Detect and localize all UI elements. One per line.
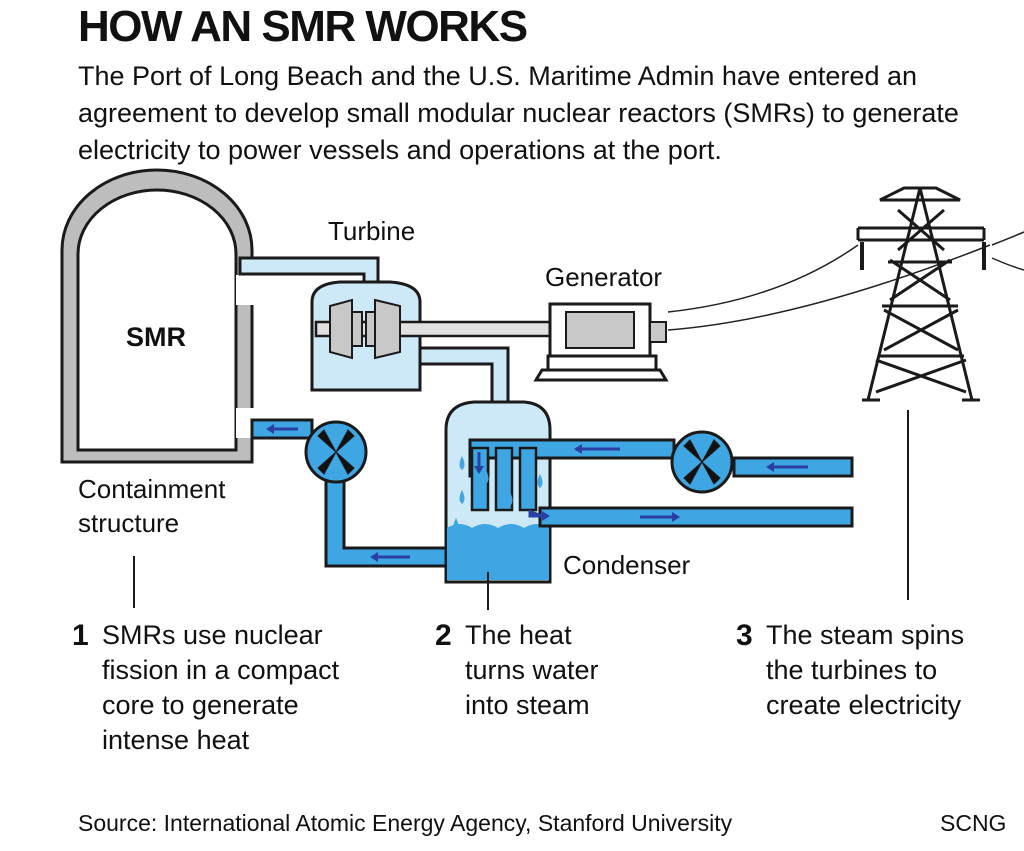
generator-label: Generator xyxy=(545,262,663,292)
step-number: 2 xyxy=(435,619,452,652)
pump-cooling-loop xyxy=(670,430,734,494)
containment-label: Containment structure xyxy=(78,474,226,538)
intro-text: The Port of Long Beach and the U.S. Mari… xyxy=(78,61,959,165)
step-text: SMRs use nuclear fission in a compact co… xyxy=(102,620,340,755)
flow-arrows xyxy=(266,424,808,562)
turbine-blades xyxy=(329,298,401,360)
turbine-label: Turbine xyxy=(328,216,416,246)
transmission-tower xyxy=(856,186,986,402)
leader-lines xyxy=(133,410,909,610)
containment-structure xyxy=(60,168,266,464)
water-droplets xyxy=(453,456,543,532)
step-2: 2 The heat turns water into steam xyxy=(435,618,635,723)
source-note: Source: International Atomic Energy Agen… xyxy=(78,810,733,836)
diagram-title: HOW AN SMR WORKS xyxy=(78,2,528,51)
credit: SCNG xyxy=(940,810,1007,836)
step-text: The heat turns water into steam xyxy=(465,620,599,720)
power-lines xyxy=(667,231,1024,331)
step-3: 3 The steam spins the turbines to create… xyxy=(736,618,991,723)
pump-reactor-loop xyxy=(304,420,368,484)
generator xyxy=(533,302,669,382)
steam-pipe-to-condenser xyxy=(418,346,510,406)
condenser-tubes xyxy=(470,446,538,512)
step-1: 1 SMRs use nuclear fission in a compact … xyxy=(72,618,372,758)
step-number: 3 xyxy=(736,619,753,652)
step-text: The steam spins the turbines to create e… xyxy=(766,620,965,720)
step-number: 1 xyxy=(72,619,89,652)
smr-label: SMR xyxy=(126,322,186,352)
condenser-label: Condenser xyxy=(563,550,691,580)
